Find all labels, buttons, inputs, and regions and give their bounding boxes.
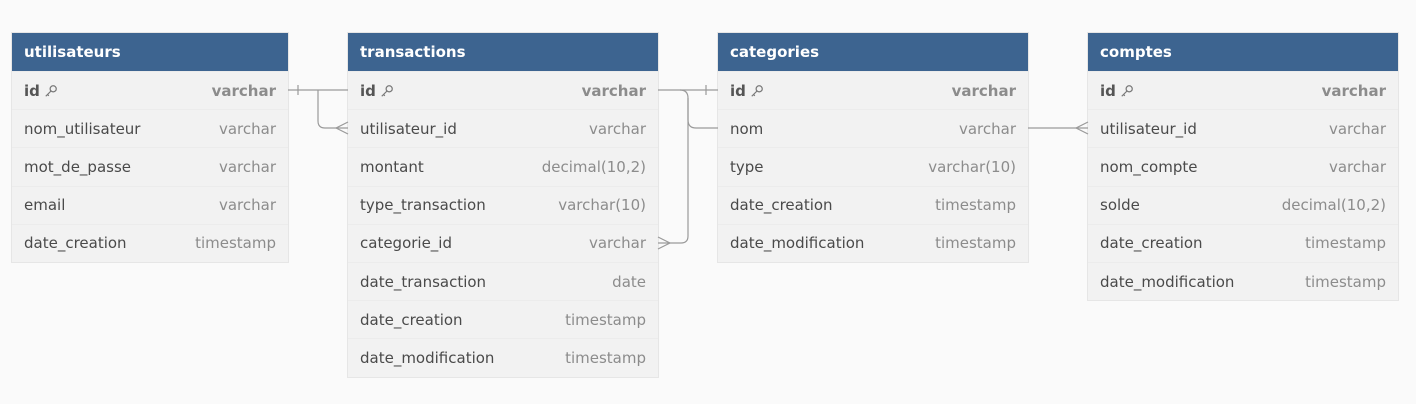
field-row[interactable]: id varchar [12,71,288,109]
field-name: categorie_id [360,234,452,253]
field-name: email [24,196,66,215]
field-name: nom_compte [1100,157,1198,176]
field-type: varchar [588,234,646,253]
key-icon [751,84,763,97]
field-name: utilisateur_id [360,119,457,138]
field-name: date_modification [1100,272,1235,291]
field-name: date_creation [1100,234,1203,253]
field-type: varchar [581,81,646,100]
table-header[interactable]: comptes [1088,33,1398,71]
field-type: date [612,272,646,291]
field-type: timestamp [1305,234,1386,253]
field-type: varchar [951,81,1016,100]
table-header[interactable]: transactions [348,33,658,71]
field-type: timestamp [565,310,646,329]
field-type: varchar(10) [928,157,1016,176]
field-row[interactable]: mot_de_passe varchar [12,147,288,185]
field-row[interactable]: date_modification timestamp [348,338,658,376]
field-type: varchar [211,81,276,100]
field-name: id [360,82,394,100]
field-row[interactable]: type_transaction varchar(10) [348,185,658,224]
field-row[interactable]: date_creation timestamp [348,300,658,338]
field-row[interactable]: type varchar(10) [718,147,1028,185]
field-type: varchar [1328,119,1386,138]
field-type: varchar [1328,157,1386,176]
key-icon [1121,84,1133,97]
field-type: timestamp [935,234,1016,253]
field-row[interactable]: date_creation timestamp [1088,223,1398,262]
relation-utilisateur-transaction [288,85,349,135]
field-name: date_modification [360,348,495,367]
field-row[interactable]: id varchar [1088,71,1398,109]
field-type: timestamp [1305,272,1386,291]
field-name: type [730,157,764,176]
field-type: timestamp [565,348,646,367]
field-row[interactable]: id varchar [348,71,658,109]
field-row[interactable]: nom_utilisateur varchar [12,109,288,147]
table-header[interactable]: utilisateurs [12,33,288,71]
key-icon [381,84,393,97]
relation-categorie-transaction [657,85,718,250]
field-row[interactable]: date_modification timestamp [718,223,1028,262]
field-type: decimal(10,2) [1281,196,1386,215]
field-row[interactable]: categorie_id varchar [348,223,658,262]
field-row[interactable]: solde decimal(10,2) [1088,185,1398,224]
relation-categorie-compte [1028,121,1089,135]
key-icon [45,84,57,97]
field-row[interactable]: date_transaction date [348,261,658,300]
field-row[interactable]: id varchar [718,71,1028,109]
field-row[interactable]: utilisateur_id varchar [1088,109,1398,147]
field-name: solde [1100,196,1140,215]
field-type: varchar [218,119,276,138]
field-name: date_modification [730,234,865,253]
field-type: varchar(10) [558,196,646,215]
field-name: montant [360,157,424,176]
field-type: timestamp [935,196,1016,215]
field-row[interactable]: date_modification timestamp [1088,261,1398,300]
field-row[interactable]: nom varchar [718,109,1028,147]
field-row[interactable]: utilisateur_id varchar [348,109,658,147]
field-name: date_creation [24,234,127,253]
field-name: utilisateur_id [1100,119,1197,138]
field-name: type_transaction [360,196,486,215]
field-name: date_creation [360,310,463,329]
field-row[interactable]: date_creation timestamp [12,223,288,262]
field-row[interactable]: montant decimal(10,2) [348,147,658,185]
field-type: timestamp [195,234,276,253]
field-name: date_creation [730,196,833,215]
field-name: id [730,82,764,100]
field-type: varchar [218,157,276,176]
field-name: id [1100,82,1134,100]
field-type: varchar [1321,81,1386,100]
field-type: decimal(10,2) [541,157,646,176]
field-row[interactable]: nom_compte varchar [1088,147,1398,185]
field-type: varchar [588,119,646,138]
field-name: nom [730,119,764,138]
field-name: id [24,82,58,100]
table-categories[interactable]: categories id varchar nom varchar type var… [718,33,1028,262]
field-name: nom_utilisateur [24,119,141,138]
table-header[interactable]: categories [718,33,1028,71]
field-row[interactable]: date_creation timestamp [718,185,1028,224]
field-type: varchar [218,196,276,215]
field-type: varchar [958,119,1016,138]
field-name: mot_de_passe [24,157,131,176]
field-name: date_transaction [360,272,487,291]
field-row[interactable]: email varchar [12,185,288,224]
